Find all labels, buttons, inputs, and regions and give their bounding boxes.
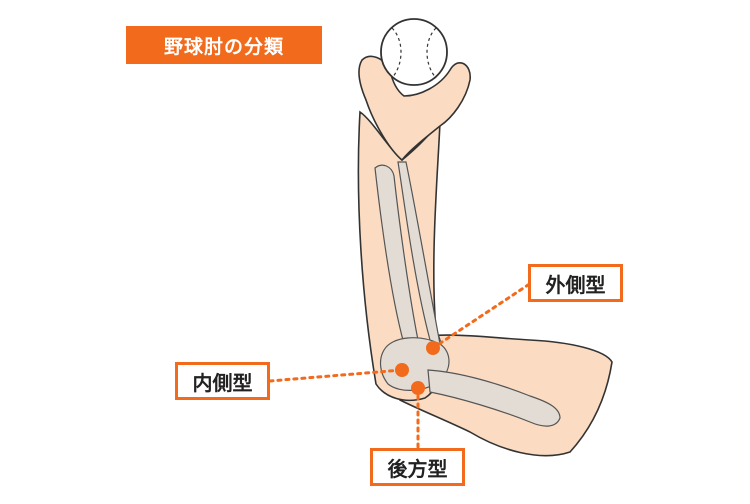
label-lateral-type: 外側型: [528, 264, 623, 302]
label-posterior-type: 後方型: [370, 448, 465, 486]
marker-lateral: [426, 341, 440, 355]
label-medial-type: 内側型: [175, 362, 270, 400]
page-title: 野球肘の分類: [126, 26, 322, 64]
marker-posterior: [411, 381, 425, 395]
marker-medial: [395, 363, 409, 377]
baseball-icon: [381, 19, 447, 85]
